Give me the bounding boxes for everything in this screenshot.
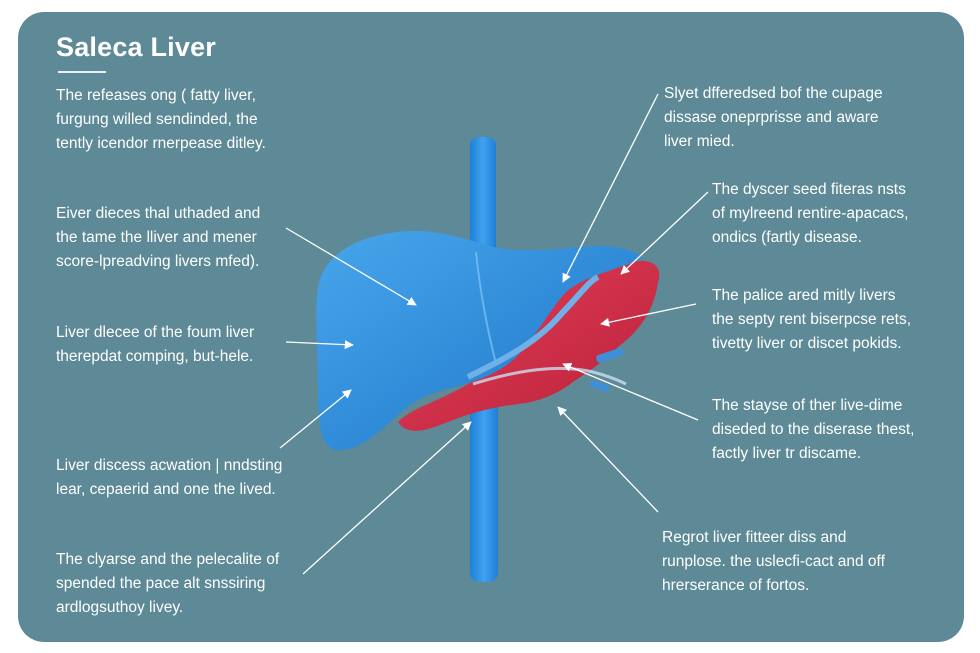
pointer-line [285, 227, 417, 306]
portal-vein [466, 274, 600, 380]
liver-illustration [279, 93, 709, 582]
pointer-line [600, 303, 697, 327]
pointer-line [620, 191, 709, 275]
vessel-stub-lower [589, 380, 610, 393]
left-note-1: The refeases ong ( fatty liver,furgung w… [56, 87, 266, 152]
diagram-title: Saleca Liver [56, 32, 217, 62]
pointer-line [302, 421, 472, 575]
vessel-stub-upper [596, 348, 624, 363]
pointer-line [557, 406, 659, 513]
pointer-line [562, 362, 699, 421]
hepatic-artery [472, 366, 627, 386]
pointer-line [285, 340, 354, 350]
pointer-line [562, 93, 659, 283]
lobe-division [475, 251, 497, 365]
vena-cava-upper [470, 137, 496, 267]
liver-blue-lobe [316, 230, 643, 451]
title-underline [58, 71, 106, 73]
pointer-line [279, 389, 352, 449]
diagram-card: Saleca Liver [18, 12, 964, 642]
vena-cava-lower [470, 387, 498, 582]
